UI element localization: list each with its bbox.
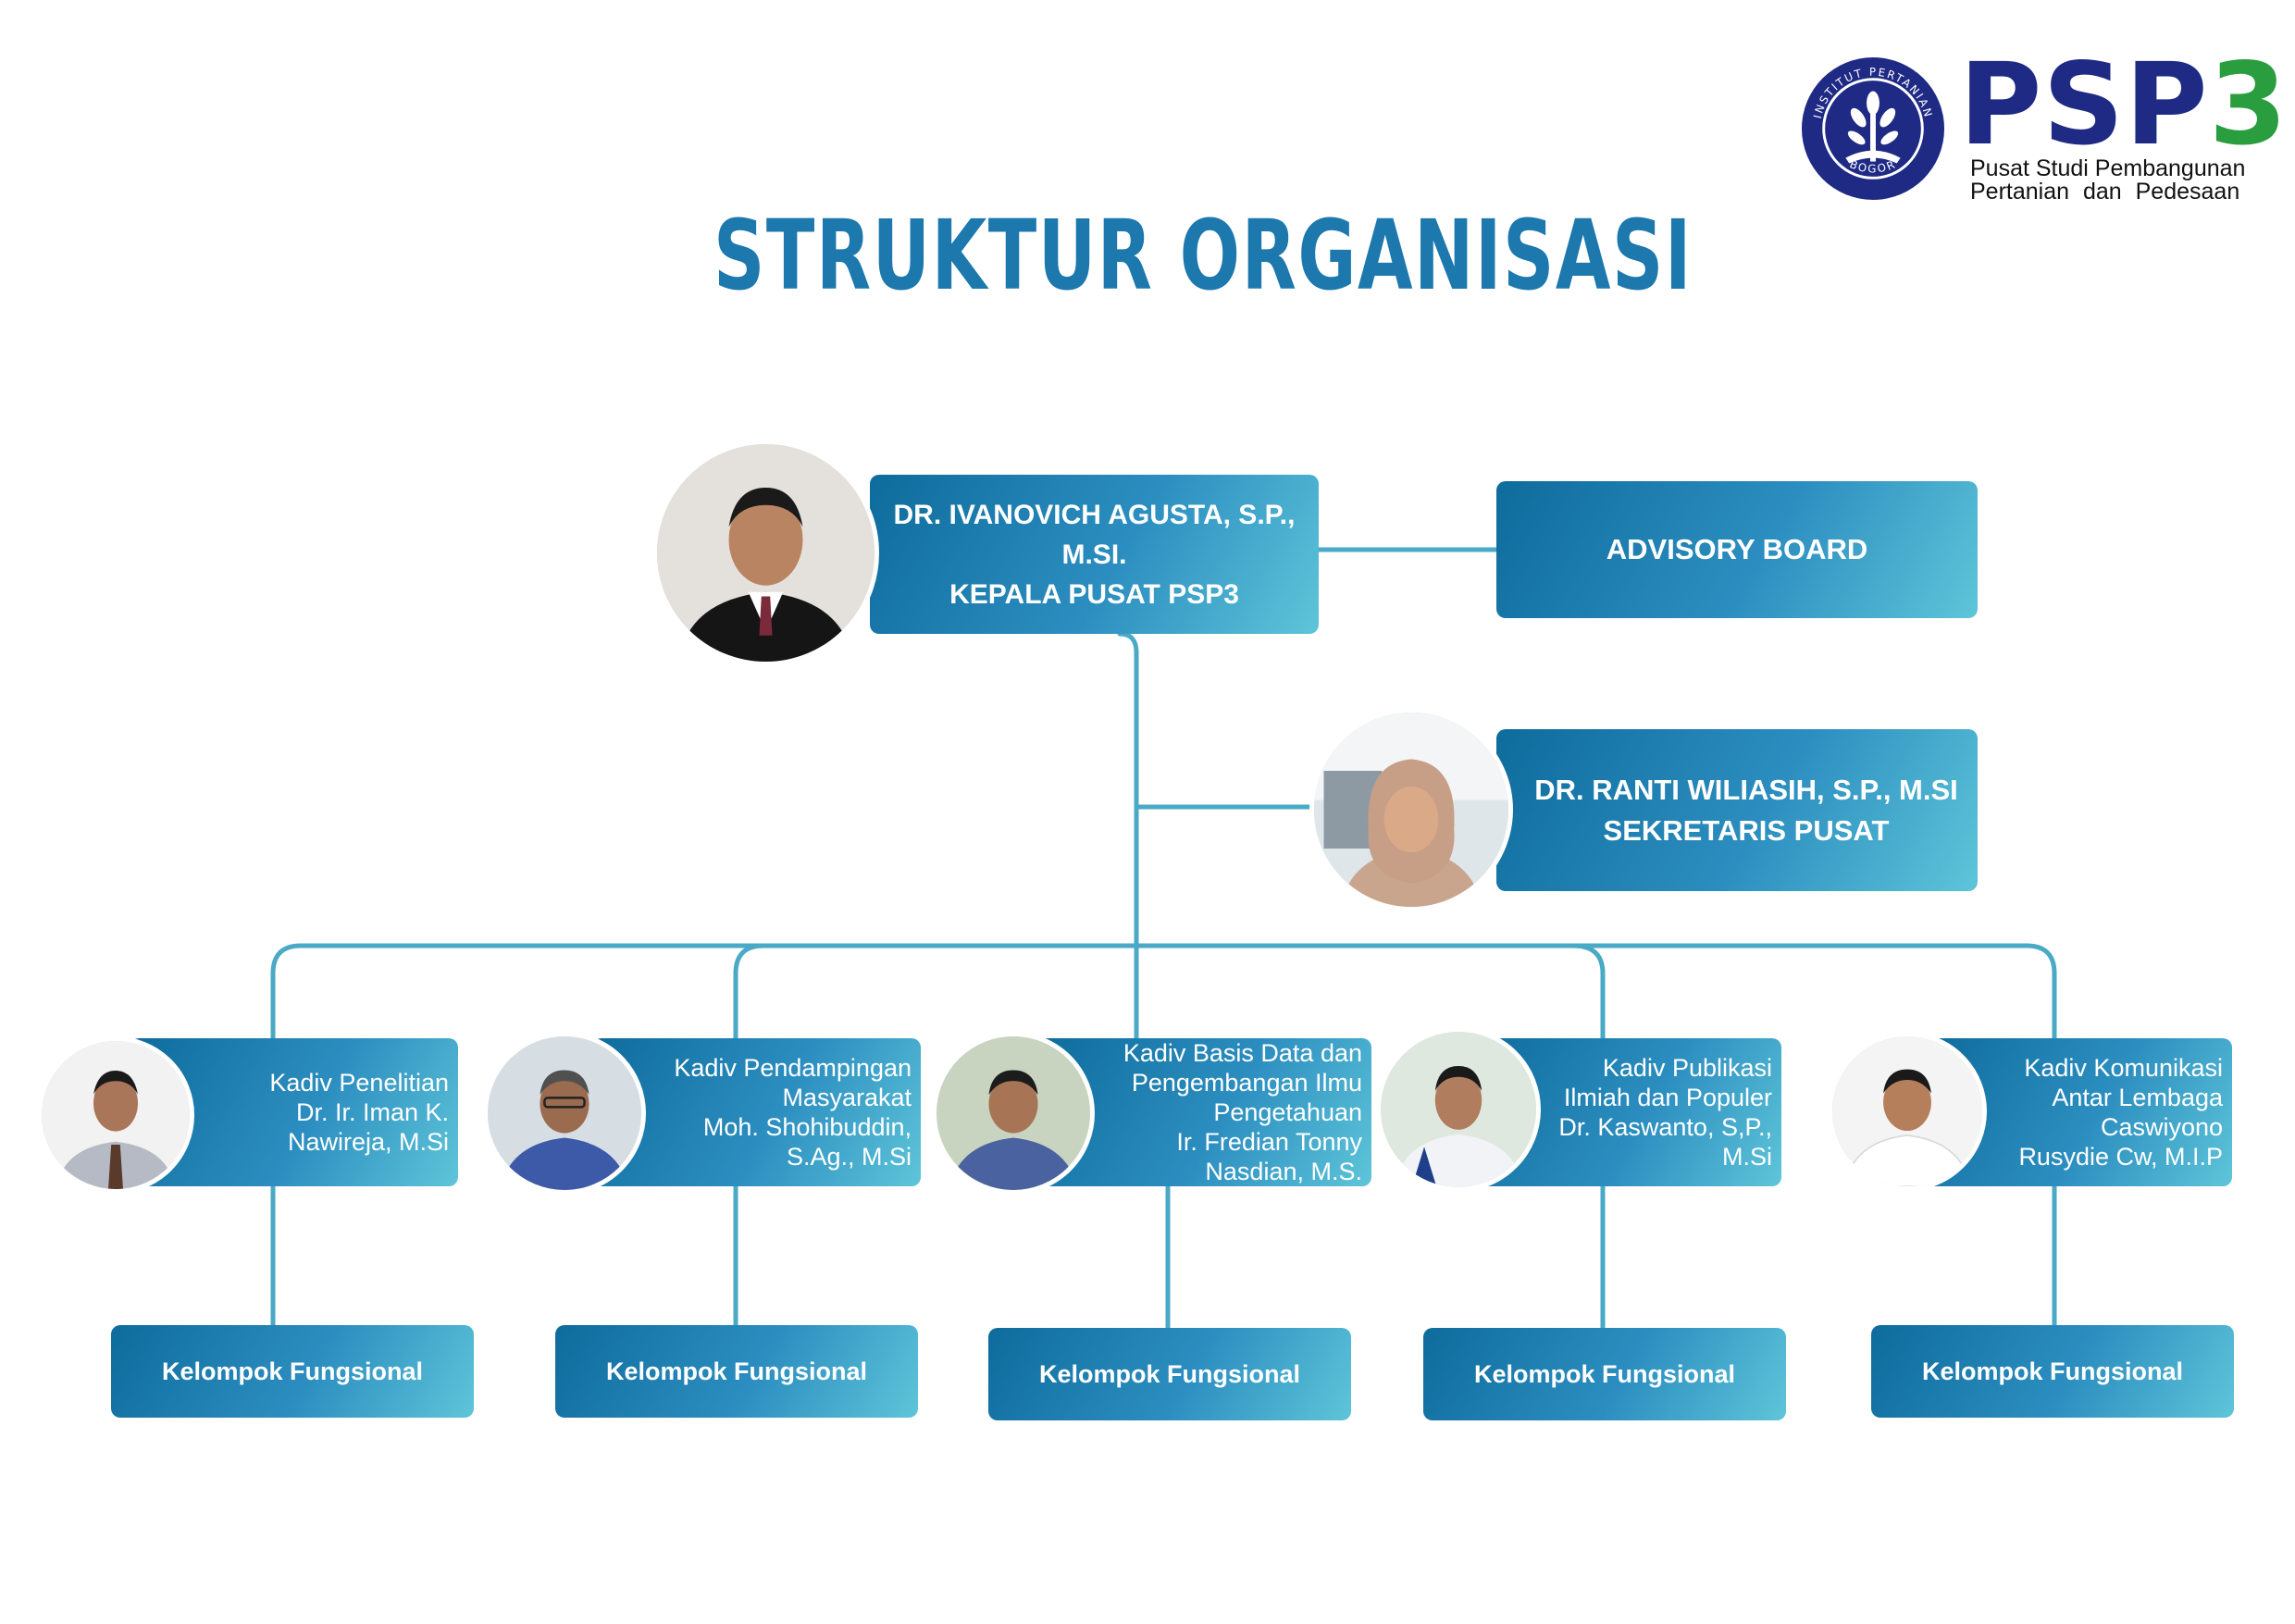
division-line: Moh. Shohibuddin, [702, 1113, 912, 1141]
division-line: Ir. Fredian Tonny [1176, 1128, 1362, 1156]
division-line: Kadiv Publikasi [1602, 1054, 1772, 1082]
division-line: Rusydie Cw, M.I.P [2018, 1143, 2223, 1171]
division-line: Dr. Ir. Iman K. [295, 1098, 449, 1126]
division-line: Pengetahuan [1213, 1098, 1362, 1126]
person-avatar-icon [657, 444, 875, 662]
functional-group-box-1: Kelompok Fungsional [111, 1325, 474, 1418]
psp3-letters: PSP [1959, 39, 2209, 170]
functional-group-box-3: Kelompok Fungsional [988, 1328, 1351, 1420]
division-line: Nawireja, M.Si [287, 1128, 449, 1156]
division-line: Pengembangan Ilmu [1131, 1069, 1362, 1097]
division-line: Kadiv Komunikasi [2024, 1054, 2223, 1082]
division-line: Kadiv Basis Data dan [1123, 1039, 1362, 1067]
functional-group-box-2: Kelompok Fungsional [555, 1325, 918, 1418]
secretary-name: DR. RANTI WILIASIH, S.P., M.SI [1534, 773, 1958, 806]
head-photo [652, 440, 879, 666]
division-line: Ilmiah dan Populer [1563, 1084, 1772, 1111]
logo-subtitle: Pusat Studi Pembangunan Pertanian dan Pe… [1970, 157, 2266, 204]
head-position: KEPALA PUSAT PSP3 [949, 578, 1239, 610]
division-photo-publikasi [1376, 1027, 1541, 1192]
division-line: Caswiyono [2100, 1113, 2223, 1141]
division-photo-basis-data [932, 1032, 1095, 1195]
division-line: Kadiv Penelitian [269, 1069, 449, 1097]
head-name-line1: DR. IVANOVICH AGUSTA, S.P., [893, 499, 1296, 530]
person-avatar-icon [488, 1036, 641, 1190]
person-avatar-icon [937, 1036, 1090, 1190]
division-line: Antar Lembaga [2052, 1084, 2223, 1111]
person-avatar-icon [1832, 1036, 1982, 1186]
advisory-board-box: ADVISORY BOARD [1496, 481, 1978, 618]
psp3-logo: INSTITUT PERTANIAN BOGOR PSP3 Pusat Stud… [1800, 48, 2288, 213]
division-box-basis-data: Kadiv Basis Data dan Pengembangan Ilmu P… [1036, 1038, 1371, 1186]
functional-group-box-5: Kelompok Fungsional [1871, 1325, 2234, 1418]
logo-subtitle-line1: Pusat Studi Pembangunan [1970, 155, 2246, 181]
secretary-photo [1309, 708, 1513, 911]
division-photo-komunikasi [1828, 1032, 1987, 1191]
logo-subtitle-line2: Pertanian dan Pedesaan [1970, 179, 2240, 205]
seal-text-bottom: BOGOR [1848, 157, 1896, 175]
division-line: M.Si [1722, 1143, 1772, 1171]
division-line: Dr. Kaswanto, S,P., [1558, 1113, 1772, 1141]
psp3-digit: 3 [2208, 39, 2289, 170]
psp3-wordmark: PSP3 [1959, 48, 2289, 161]
ipb-seal-icon: INSTITUT PERTANIAN BOGOR [1801, 56, 1945, 201]
division-line: Nasdian, M.S. [1205, 1158, 1362, 1185]
secretary-position: SEKRETARIS PUSAT [1603, 813, 1890, 847]
head-box: DR. IVANOVICH AGUSTA, S.P., M.SI. KEPALA… [870, 475, 1319, 634]
head-name-line2: M.SI. [1061, 539, 1127, 570]
division-photo-penelitian [37, 1036, 194, 1194]
division-line: Masyarakat [782, 1084, 912, 1111]
person-avatar-icon [42, 1041, 190, 1189]
person-avatar-icon [1314, 713, 1508, 907]
division-box-pendampingan: Kadiv Pendampingan Masyarakat Moh. Shohi… [592, 1038, 921, 1186]
functional-group-box-4: Kelompok Fungsional [1423, 1328, 1786, 1420]
page-title: STRUKTUR ORGANISASI [713, 199, 1693, 312]
secretary-box: DR. RANTI WILIASIH, S.P., M.SI SEKRETARI… [1496, 729, 1978, 891]
division-line: Kadiv Pendampingan [674, 1054, 912, 1082]
division-line: S.Ag., M.Si [786, 1143, 912, 1171]
division-box-komunikasi: Kadiv Komunikasi Antar Lembaga Caswiyono… [1925, 1038, 2232, 1186]
person-avatar-icon [1381, 1032, 1536, 1187]
division-photo-pendampingan [483, 1032, 646, 1195]
svg-text:BOGOR: BOGOR [1848, 157, 1898, 175]
